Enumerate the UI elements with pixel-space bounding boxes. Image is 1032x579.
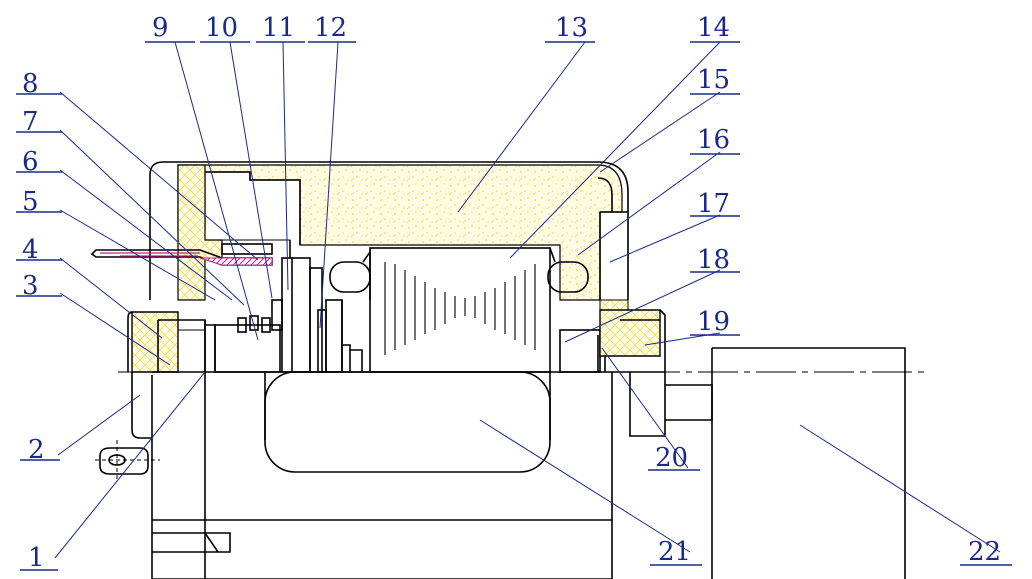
callout-10: 10	[205, 13, 238, 43]
callout-7: 7	[22, 107, 39, 137]
callout-18: 18	[697, 245, 730, 275]
callout-13: 13	[555, 13, 588, 43]
callout-8: 8	[22, 69, 39, 99]
mounting-lug	[95, 440, 160, 480]
callout-11: 11	[262, 13, 295, 43]
output-box	[711, 347, 906, 579]
callout-15: 15	[697, 65, 730, 95]
callout-20: 20	[655, 443, 688, 473]
callout-16: 16	[697, 125, 730, 155]
callout-labels: 1 2 3 4 5 6 7 8 9 10 11 12 13 14 15 16 1…	[16, 13, 1012, 573]
housing-section	[149, 161, 629, 311]
callout-4: 4	[22, 235, 39, 265]
leader-lines	[54, 41, 1001, 559]
callout-1: 1	[28, 543, 45, 573]
rotor-core	[329, 247, 589, 373]
callout-14: 14	[697, 13, 730, 43]
callout-17: 17	[697, 189, 730, 219]
left-end-cap	[127, 311, 216, 579]
callout-22: 22	[968, 537, 1001, 567]
lamination-lines	[384, 262, 536, 355]
callout-9: 9	[152, 13, 169, 43]
callout-12: 12	[314, 13, 347, 43]
callout-5: 5	[22, 187, 39, 217]
callout-19: 19	[697, 307, 730, 337]
callout-21: 21	[658, 537, 691, 567]
callout-3: 3	[22, 271, 39, 301]
callout-6: 6	[22, 147, 39, 177]
lower-housing-view	[152, 371, 665, 579]
callout-2: 2	[28, 435, 45, 465]
